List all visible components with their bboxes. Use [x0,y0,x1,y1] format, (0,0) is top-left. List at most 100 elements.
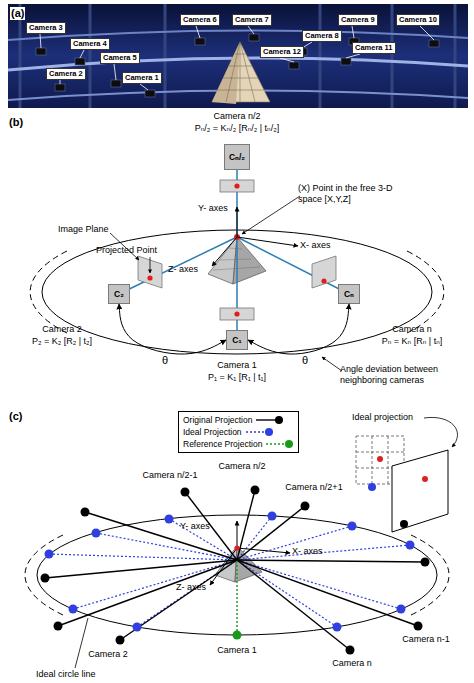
camera-unit [341,58,351,65]
callout-box: Camera 5 [100,52,140,64]
ideal-camera [333,623,342,632]
camera-glyph: C₁ [226,330,248,350]
legend-dot [285,440,293,448]
legend-sample [246,427,274,437]
original-camera [54,622,63,631]
projection-setup [30,251,67,333]
legend-text: Reference Projection [183,438,262,450]
axis-arrow [237,237,298,246]
original-camera [81,508,90,517]
legend-dot [275,416,283,424]
camera-unit [111,80,121,87]
node-text: Camera 10 [399,15,437,25]
edge-label: θ [162,354,168,366]
camera-name: Camera 2 [88,649,128,660]
callout-arrow [322,357,342,371]
original-camera [414,622,423,631]
node-text: Camera 1 [125,73,159,83]
ideal-projection-ray [49,554,237,560]
legend-line [246,431,268,432]
camera-name: Camera n/2+1 [285,482,342,493]
original-camera [421,558,430,567]
ideal-projection-ray [49,516,410,627]
callout-box: Camera 1 [122,72,162,84]
callout-arrow [150,257,151,273]
projection-setup [407,251,444,333]
original-projection-ray [237,560,350,650]
pyramid-target [217,42,264,103]
callout-box: Camera 11 [352,42,396,54]
legend-entry: Ideal Projection [183,426,294,438]
original-camera [301,502,310,511]
legend-sample [266,439,294,449]
camera-name: Camera n/2-1 [142,470,197,481]
original-camera [41,574,50,583]
rig-photo [8,4,468,108]
node-text: Camera 11 [355,43,393,53]
axis-arrow [237,548,290,553]
ideal-projection-inset [422,476,428,482]
axis-label: Y- axes [180,521,210,532]
point-label: (X) Point in the free 3-D space [X,Y,Z] [298,183,416,205]
ideal-projection-inset [392,450,448,532]
callout-box: Camera 7 [232,14,272,26]
angle-arrow [248,304,349,354]
ideal-circle-setup [411,535,449,615]
callout-box: Camera 8 [302,30,342,42]
legend-line [266,443,288,444]
leader-line [114,64,116,80]
callout-box: Camera 6 [180,14,220,26]
ideal-circle-setup [25,535,63,615]
ideal-camera [348,522,357,531]
original-camera [181,488,190,497]
pyramid-target [217,90,264,91]
ideal-projection-inset [388,436,389,484]
projection-ray [237,237,349,294]
ideal-projection-inset [400,520,408,528]
leader-line [420,26,434,40]
camera-name: Camera n-1 [402,634,450,645]
callout-box: Camera 12 [260,46,304,58]
panel-label: (c) [8,410,23,423]
pyramid-object [229,248,242,249]
projection-setup [42,230,432,354]
rig-photo [319,4,322,108]
rig-photo [391,4,394,108]
ideal-camera [406,541,415,550]
pyramid-target [212,42,240,104]
callout-arrow [242,196,300,234]
callout-box: Camera 10 [396,14,440,26]
ideal-projection-inset [372,436,373,484]
camera-unit [36,34,439,97]
callout-box: Camera 9 [338,14,378,26]
ideal-circle-setup [37,515,437,635]
ideal-projection-ray [237,560,401,609]
legend-text: Original Projection [183,414,252,426]
image-plane [220,308,254,320]
pyramid-target [226,42,240,102]
ideal-projection-inset [368,483,376,491]
inset-title: Ideal projection [352,412,413,423]
original-camera [116,636,125,645]
projection-matrix: Pₙ = Kₙ [Rₙ | tₙ] [382,336,442,347]
angle-arrow [119,304,226,354]
callout-arrow [110,196,342,371]
reference-projection-ray [236,560,237,635]
ideal-camera [268,512,277,521]
rig-photo [454,4,457,108]
callout-box: Camera 2 [46,68,86,80]
pyramid-target [229,66,252,67]
axis-arrow [210,548,237,585]
node-text: Cₙ [344,289,354,299]
camera-glyph: C₂ [108,284,130,304]
leader-line [352,26,354,38]
projection-matrix: P₁ = K₁ [R₁ | t₁] [208,372,266,383]
ideal-camera [45,512,415,632]
axis-label: Z- axes [176,582,206,593]
axis-label: Z- axes [168,264,198,275]
leader-line [280,58,294,62]
leader-line [140,84,148,90]
legend-text: Ideal Projection [183,426,242,438]
